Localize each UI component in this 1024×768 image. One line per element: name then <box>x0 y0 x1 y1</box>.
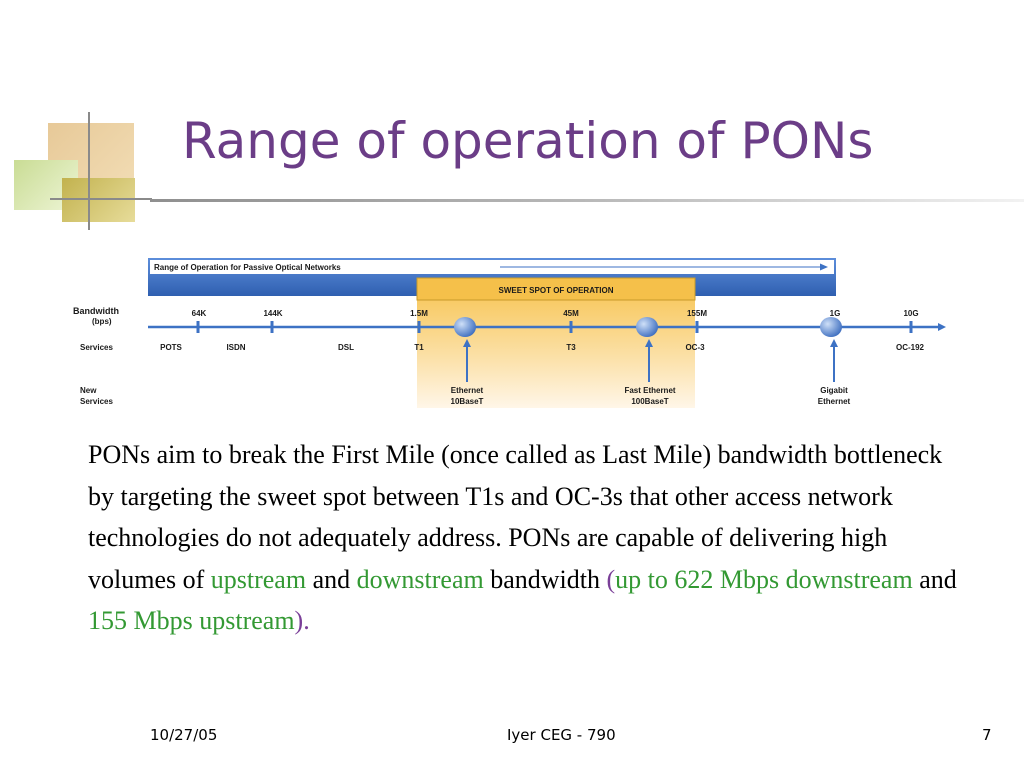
paren-close: ). <box>294 606 310 635</box>
axis-arrow-head <box>938 323 946 331</box>
pon-range-figure: Range of Operation for Passive Optical N… <box>73 258 946 408</box>
range-bar-label-strip <box>150 260 834 274</box>
body-paragraph: PONs aim to break the First Mile (once c… <box>88 434 958 642</box>
new-service-gigabit-1: Gigabit <box>820 386 848 395</box>
slide-title: Range of operation of PONs <box>182 112 874 170</box>
sweet-spot-label: SWEET SPOT OF OPERATION <box>499 286 614 295</box>
footer-center: Iyer CEG - 790 <box>507 726 616 744</box>
bw-label-64k: 64K <box>192 309 207 318</box>
paragraph-and-1: and <box>306 564 357 594</box>
new-service-fast-ethernet-2: 100BaseT <box>631 397 668 406</box>
arrow-gigabit-head <box>830 339 838 347</box>
services-row-label: Services <box>80 343 113 352</box>
service-oc3: OC-3 <box>685 343 705 352</box>
bw-label-45m: 45M <box>563 309 579 318</box>
bw-label-144k: 144K <box>263 309 282 318</box>
decor-hline <box>50 198 152 200</box>
service-pots: POTS <box>160 343 182 352</box>
new-service-ethernet-2: 10BaseT <box>451 397 484 406</box>
bw-label-1-5m: 1.5M <box>410 309 428 318</box>
decor-vline <box>88 112 90 230</box>
new-service-gigabit-2: Ethernet <box>818 397 851 406</box>
upstream-rate: 155 Mbps upstream <box>88 606 295 635</box>
arrow-ethernet-head <box>463 339 471 347</box>
bw-label-1g: 1G <box>830 309 841 318</box>
paren-open: ( <box>606 564 616 594</box>
paragraph-and-2: and <box>912 564 957 594</box>
service-t1: T1 <box>414 343 424 352</box>
arrow-fast-ethernet-head <box>645 339 653 347</box>
service-oc192: OC-192 <box>896 343 925 352</box>
marker-fast-ethernet <box>636 317 658 337</box>
bw-label-155m: 155M <box>687 309 707 318</box>
decor-square-olive <box>62 178 135 222</box>
paragraph-text: PONs aim to break the First Mile (once c… <box>88 440 943 594</box>
bandwidth-unit-label: (bps) <box>92 317 112 326</box>
range-label: Range of Operation for Passive Optical N… <box>154 263 341 272</box>
footer-date: 10/27/05 <box>150 726 218 744</box>
service-t3: T3 <box>566 343 576 352</box>
new-service-ethernet-1: Ethernet <box>451 386 484 395</box>
range-arrow-head <box>820 263 828 271</box>
downstream-term: downstream <box>356 564 484 594</box>
new-services-row-label-1: New <box>80 386 97 395</box>
service-isdn: ISDN <box>226 343 245 352</box>
footer-page-number: 7 <box>982 726 992 744</box>
new-service-fast-ethernet-1: Fast Ethernet <box>624 386 675 395</box>
paragraph-bandwidth: bandwidth <box>483 564 607 594</box>
marker-gigabit <box>820 317 842 337</box>
title-underline <box>150 199 1024 202</box>
sweet-spot-label-box <box>416 277 696 301</box>
service-dsl: DSL <box>338 343 354 352</box>
new-services-row-label-2: Services <box>80 397 113 406</box>
bandwidth-row-label: Bandwidth <box>73 306 119 316</box>
bw-label-10g: 10G <box>903 309 918 318</box>
upstream-term: upstream <box>210 564 307 594</box>
marker-ethernet <box>454 317 476 337</box>
downstream-rate: up to 622 Mbps downstream <box>615 564 913 594</box>
